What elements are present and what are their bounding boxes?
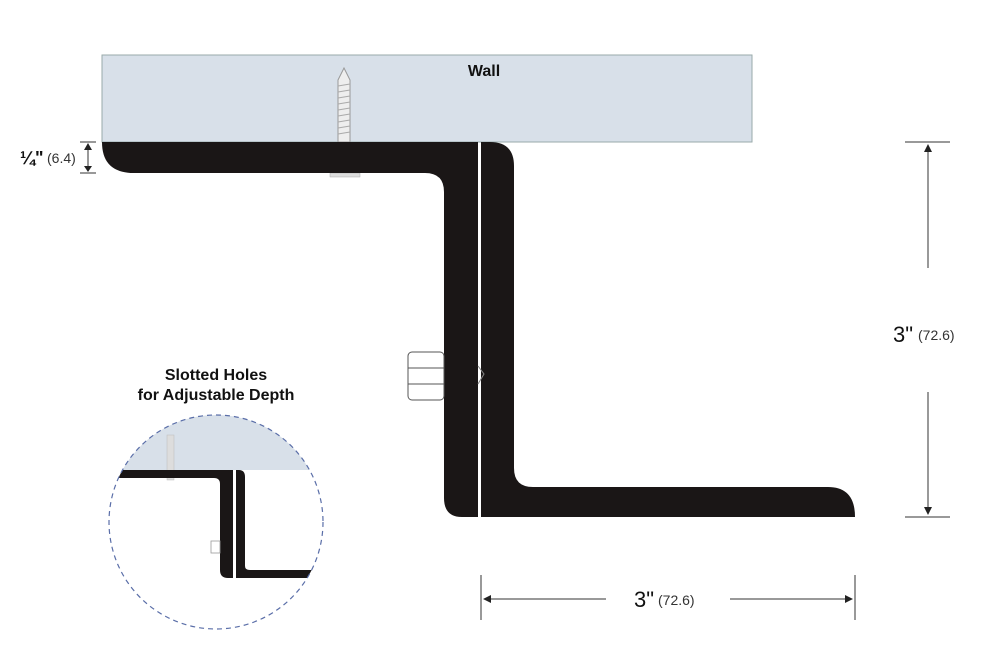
inset-title-line2: for Adjustable Depth — [138, 387, 295, 404]
thickness-dimension: ¼" (6.4) — [20, 141, 96, 174]
width-metric: (72.6) — [658, 592, 695, 608]
bolt-nut-icon — [407, 351, 485, 401]
inset-detail — [109, 415, 323, 578]
height-dimension: 3" (72.6) — [893, 141, 955, 518]
width-dimension: 3" (72.6) — [480, 575, 856, 620]
screw-icon — [329, 66, 361, 178]
thickness-value: ¼" — [20, 148, 44, 168]
thickness-metric: (6.4) — [47, 150, 76, 166]
inset-border — [108, 414, 324, 630]
width-value: 3" — [634, 587, 654, 612]
wall-label: Wall — [468, 63, 500, 80]
bracket-right — [481, 142, 855, 517]
height-metric: (72.6) — [918, 327, 955, 343]
wall — [101, 54, 753, 143]
inset-title-line1: Slotted Holes — [165, 367, 267, 384]
height-value: 3" — [893, 322, 913, 347]
